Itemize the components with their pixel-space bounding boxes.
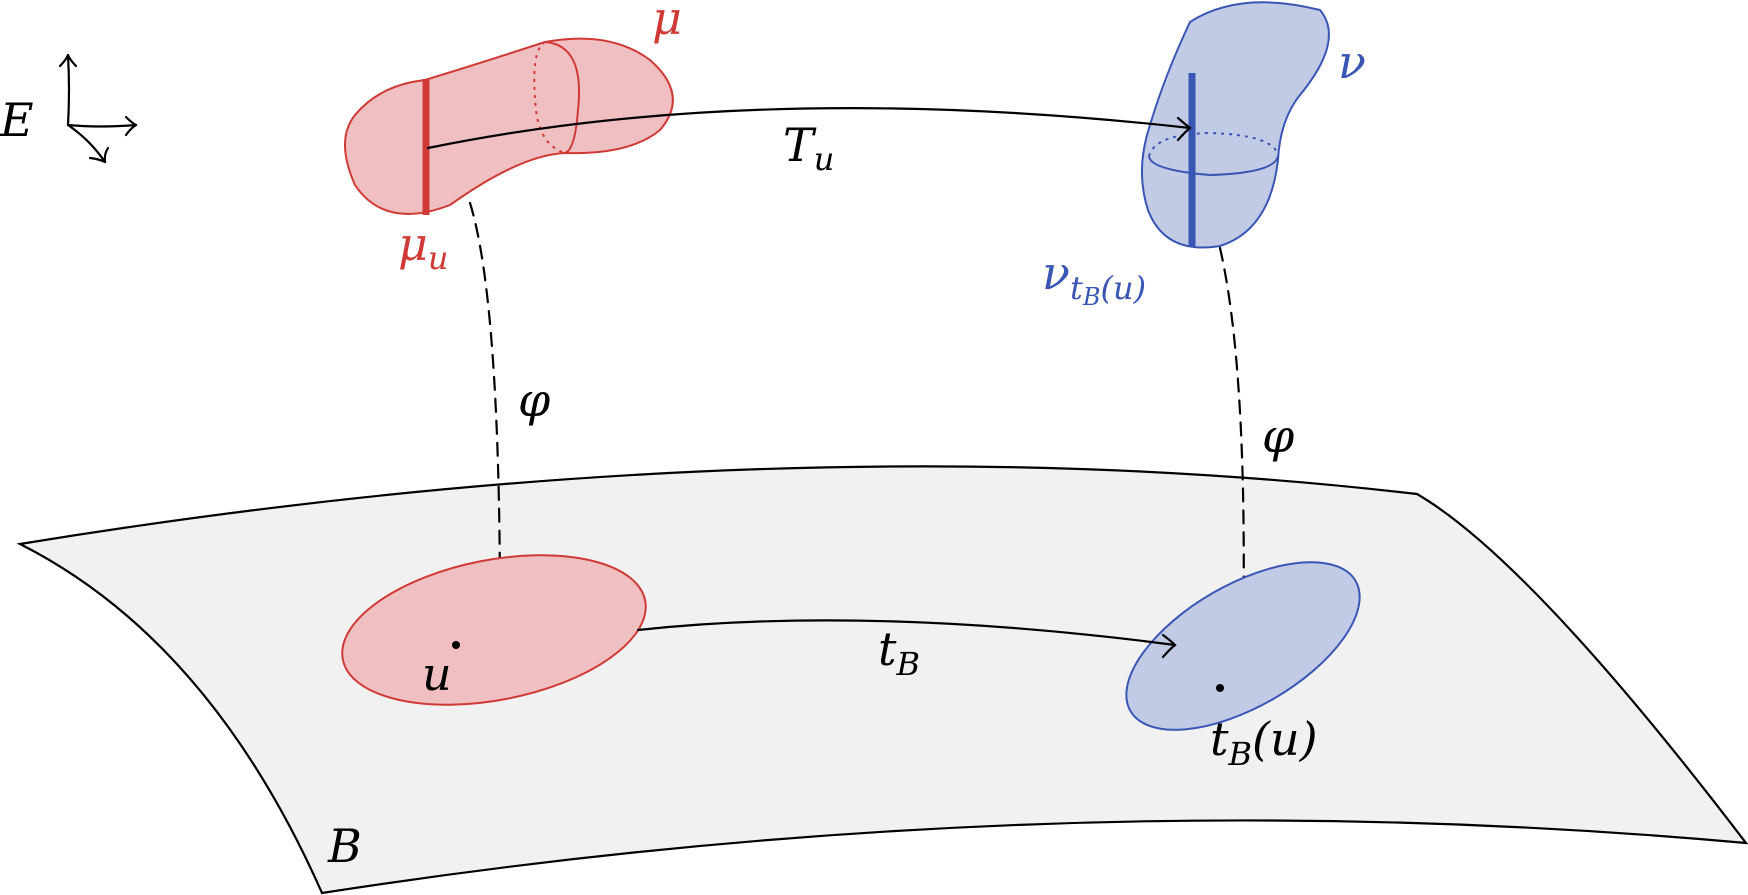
label-phi-right: φ	[1262, 409, 1295, 463]
label-nu-tB-u: νtB(u)	[1042, 246, 1146, 311]
coordinate-axes-icon	[58, 53, 138, 164]
mu-blob	[344, 37, 674, 215]
label-tB-u: tB(u)	[1210, 712, 1318, 773]
label-B: B	[327, 819, 362, 873]
label-phi-left: φ	[518, 373, 551, 427]
label-E: E	[0, 93, 34, 147]
measure-mu	[344, 37, 674, 215]
arrow-T-u	[426, 107, 1192, 150]
base-region-tB-u	[1125, 561, 1361, 731]
label-u: u	[422, 647, 452, 701]
nu-ellipse-front	[1148, 155, 1279, 177]
mu-slice-front	[544, 41, 580, 154]
label-t-B: tB	[878, 622, 920, 683]
label-mu-u: μu	[398, 217, 449, 277]
base-surface	[16, 465, 1748, 895]
point-u	[452, 641, 460, 649]
base-region-u	[341, 554, 647, 706]
label-nu: ν	[1338, 35, 1366, 89]
label-T-u: Tu	[783, 118, 834, 178]
point-tB-u	[1216, 684, 1224, 692]
measure-nu	[1141, 1, 1330, 249]
label-mu: μ	[652, 0, 682, 45]
arrow-t-B	[636, 619, 1177, 659]
